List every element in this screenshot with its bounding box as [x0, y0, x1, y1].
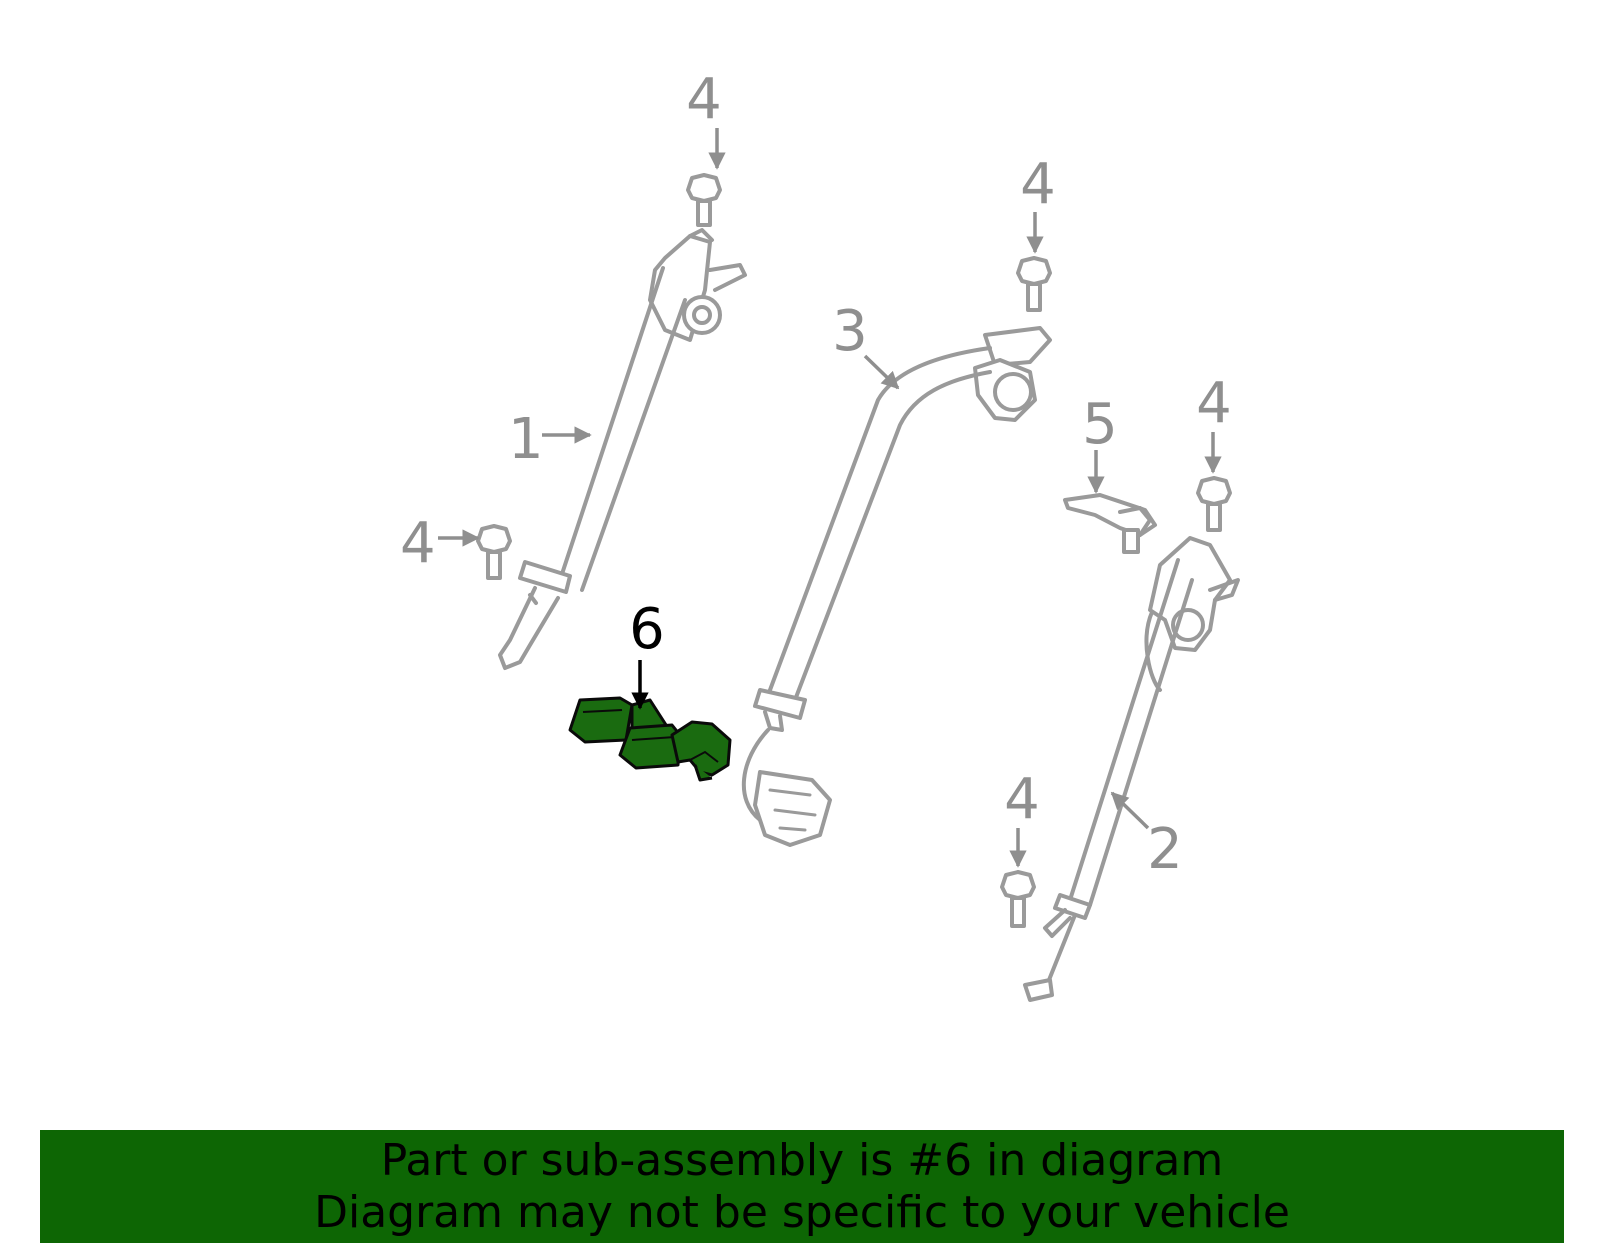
callout-4-right: 4	[1196, 371, 1232, 436]
callout-3: 3	[832, 299, 868, 364]
callout-1: 1	[508, 407, 544, 472]
anchor-bracket-5[interactable]	[1063, 493, 1157, 554]
bolt-icon[interactable]	[1016, 256, 1052, 312]
bolt-icon[interactable]	[476, 524, 512, 580]
seat-belt-assembly-2[interactable]	[1023, 536, 1240, 1002]
bolt-icon[interactable]	[1196, 476, 1232, 532]
callout-4-center: 4	[1020, 152, 1056, 217]
seat-belt-assembly-1[interactable]	[498, 228, 747, 670]
seat-belt-assembly-3[interactable]	[741, 326, 1052, 847]
bolt-icon[interactable]	[1000, 870, 1036, 928]
callout-4-bottom: 4	[1004, 767, 1040, 832]
seat-belt-buckle-6[interactable]	[568, 696, 732, 782]
callout-4-top: 4	[686, 67, 722, 132]
info-banner: Part or sub-assembly is #6 in diagram Di…	[40, 1130, 1564, 1243]
callout-6: 6	[629, 597, 665, 662]
callout-4-left: 4	[400, 511, 436, 576]
callout-5: 5	[1082, 392, 1118, 457]
banner-background	[40, 1130, 1564, 1243]
callout-2: 2	[1147, 817, 1183, 882]
banner-line-1: Part or sub-assembly is #6 in diagram	[380, 1134, 1224, 1186]
bolt-icon[interactable]	[686, 173, 722, 227]
banner-line-2: Diagram may not be specific to your vehi…	[314, 1186, 1290, 1238]
